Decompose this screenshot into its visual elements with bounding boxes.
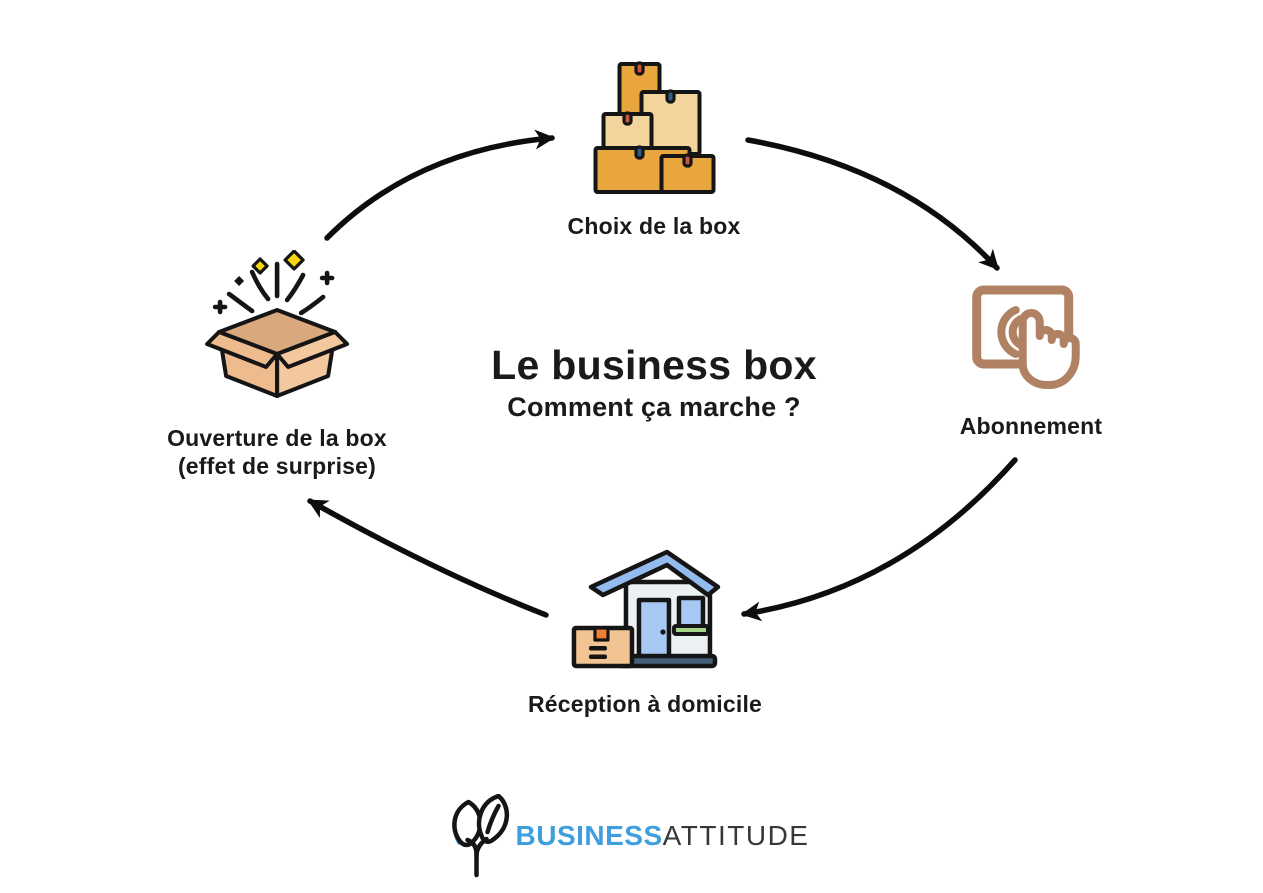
step-label-ouverture: Ouverture de la box (effet de surprise)	[167, 424, 387, 480]
brand-name-business: BUSINESS	[515, 820, 663, 851]
step-ouverture-de-la-box: Ouverture de la box (effet de surprise)	[167, 250, 387, 480]
diagram-title: Le business box	[491, 342, 817, 388]
brand-logo: BUSINESSATTITUDE	[447, 794, 810, 878]
house-delivery-icon	[571, 549, 721, 669]
step-label-reception: Réception à domicile	[527, 691, 763, 717]
step-label-ouverture-line2: (effet de surprise)	[177, 453, 377, 479]
step-label-choix: Choix de la box	[567, 213, 741, 239]
step-label-ouverture-line1: Ouverture de la box	[167, 425, 387, 451]
center-title: Le business box Comment ça marche ?	[491, 343, 817, 422]
arrow-reception-to-ouverture	[307, 498, 549, 618]
diagram-subtitle: Comment ça marche ?	[507, 392, 801, 422]
stacked-boxes-icon	[593, 61, 716, 194]
step-reception-a-domicile: Réception à domicile	[528, 544, 762, 718]
step-abonnement: Abonnement	[960, 284, 1103, 440]
step-label-abonnement: Abonnement	[959, 413, 1103, 439]
sprout-leaves-icon	[452, 794, 510, 878]
open-gift-box-icon	[205, 250, 349, 398]
touchscreen-tap-icon	[972, 285, 1080, 389]
arrow-choix-to-abonnement	[745, 137, 1000, 271]
arrow-ouverture-to-choix	[324, 129, 555, 241]
brand-name-attitude: ATTITUDE	[662, 820, 810, 851]
arrow-abonnement-to-reception	[741, 457, 1018, 622]
brand-name: BUSINESSATTITUDE	[516, 820, 810, 852]
step-choix-de-la-box: Choix de la box	[568, 58, 741, 240]
